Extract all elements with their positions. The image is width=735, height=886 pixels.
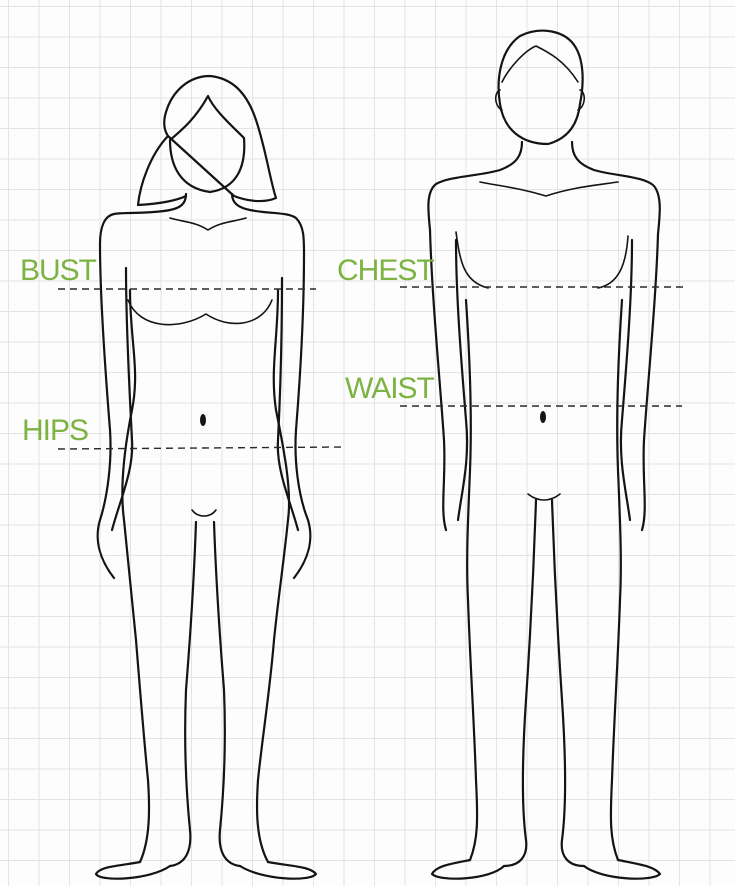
male-chest: [456, 232, 628, 288]
male-neck-shoulders: [428, 142, 659, 234]
chest-label: CHEST: [337, 256, 434, 286]
male-groin: [528, 494, 560, 500]
female-feet: [96, 862, 316, 879]
waist-label: WAIST: [345, 374, 434, 404]
male-right-arm: [621, 234, 658, 530]
female-navel: [200, 414, 206, 426]
female-collarbone: [170, 218, 246, 230]
bust-label: BUST: [20, 256, 96, 286]
hips-measure-line: [58, 447, 344, 449]
female-right-arm: [278, 254, 311, 578]
female-inner-legs: [170, 522, 240, 866]
male-feet: [432, 860, 660, 879]
male-inner-legs: [504, 500, 584, 866]
male-navel: [540, 411, 546, 423]
male-left-arm: [430, 230, 467, 530]
female-neck-shoulders: [100, 194, 304, 254]
female-bust: [128, 300, 272, 325]
male-collarbone: [480, 182, 618, 196]
female-face: [170, 96, 244, 192]
female-hair: [138, 76, 276, 205]
male-figure: [428, 31, 660, 879]
female-torso: [122, 290, 289, 862]
male-hair: [502, 46, 578, 82]
hips-label: HIPS: [22, 416, 88, 446]
female-left-arm: [98, 244, 133, 578]
male-torso: [466, 300, 622, 860]
male-ears: [496, 90, 585, 110]
female-groin: [192, 510, 216, 516]
female-figure: [96, 76, 316, 879]
